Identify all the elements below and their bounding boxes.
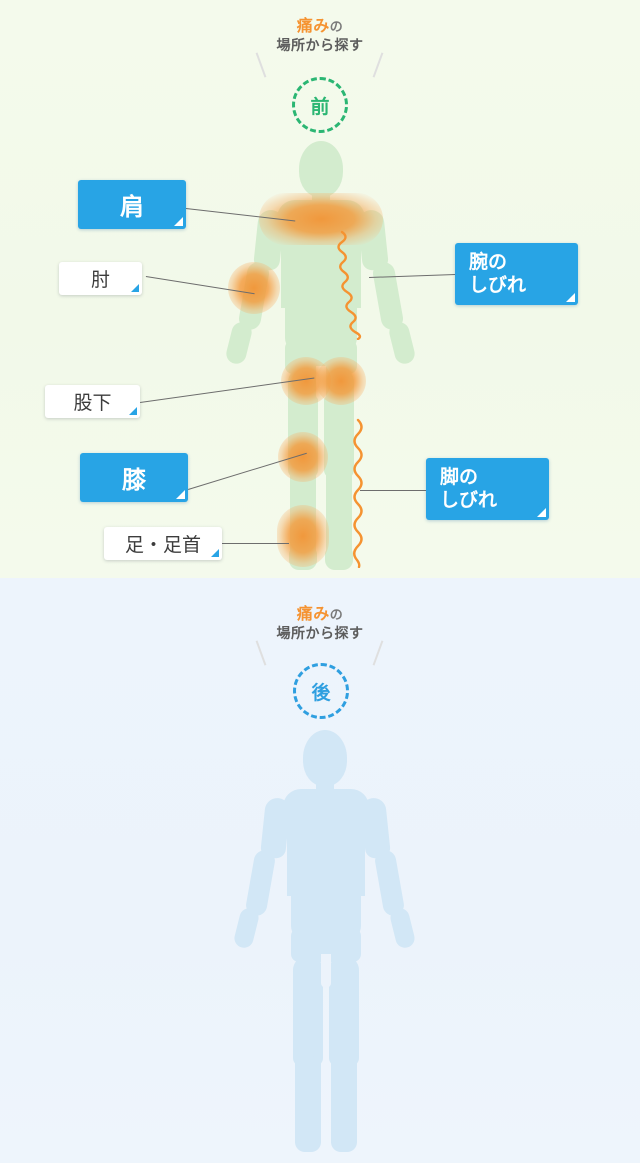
back-heading-line2: 場所から探す bbox=[276, 625, 364, 642]
leg-numbness-squiggle bbox=[353, 418, 363, 568]
front-heading-line2: 場所から探す bbox=[276, 37, 364, 54]
front-view-badge-label: 前 bbox=[310, 96, 330, 118]
back-heading-emph: 痛み bbox=[296, 606, 330, 623]
back-body-silhouette bbox=[0, 578, 640, 1163]
connector-foot-ankle bbox=[217, 543, 289, 544]
label-knee[interactable]: 膝 bbox=[80, 453, 188, 502]
back-view-badge-label: 後 bbox=[311, 682, 331, 704]
back-view-section: 痛みの 場所から探す 後 bbox=[0, 578, 640, 1163]
front-heading-emph: 痛み bbox=[296, 18, 330, 35]
label-arm-numbness[interactable]: 腕の しびれ bbox=[455, 243, 578, 305]
back-heading-line1: 痛みの bbox=[0, 605, 640, 625]
label-shoulder[interactable]: 肩 bbox=[78, 180, 186, 229]
front-view-section: 痛みの 場所から探す 前 bbox=[0, 0, 640, 578]
front-view-badge[interactable]: 前 bbox=[292, 77, 348, 133]
back-view-badge[interactable]: 後 bbox=[293, 663, 349, 719]
label-groin[interactable]: 股下 bbox=[45, 385, 140, 418]
front-heading-line1: 痛みの bbox=[0, 17, 640, 37]
arm-numbness-squiggle bbox=[337, 230, 362, 340]
back-heading-particle: の bbox=[329, 607, 344, 622]
label-leg-numbness[interactable]: 脚の しびれ bbox=[426, 458, 549, 520]
back-heading: 痛みの 場所から探す bbox=[0, 605, 640, 643]
connector-leg-numbness bbox=[360, 490, 430, 491]
front-heading-particle: の bbox=[329, 19, 344, 34]
front-heading: 痛みの 場所から探す bbox=[0, 17, 640, 55]
label-elbow[interactable]: 肘 bbox=[59, 262, 142, 295]
label-foot-ankle[interactable]: 足・足首 bbox=[104, 527, 222, 560]
